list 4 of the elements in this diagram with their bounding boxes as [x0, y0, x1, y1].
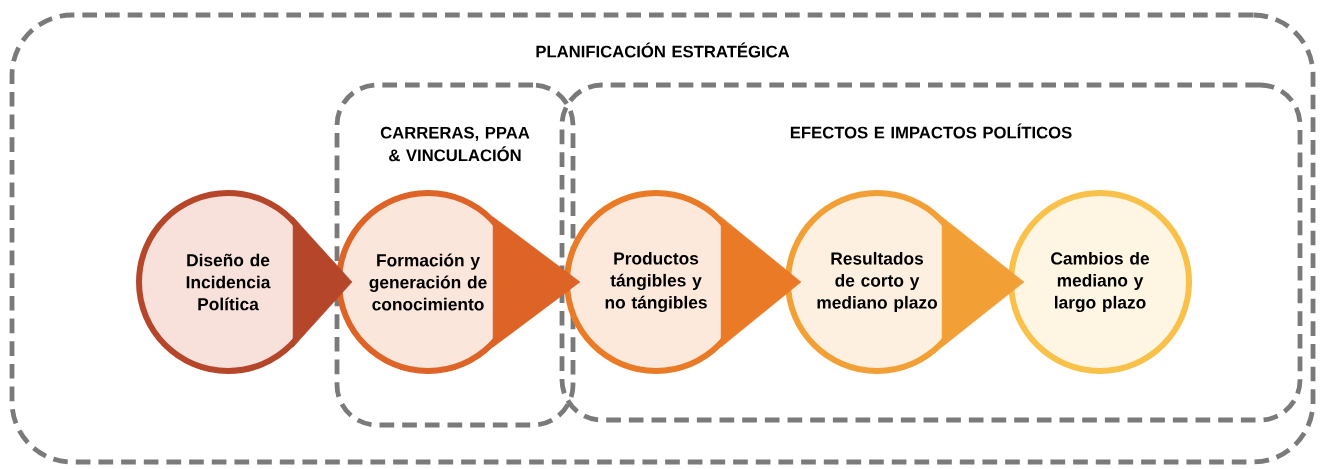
chevron-arrow	[492, 216, 581, 348]
chevron-arrow	[720, 216, 802, 348]
chevron-arrow	[292, 216, 353, 348]
chevron-arrow	[941, 216, 1025, 348]
